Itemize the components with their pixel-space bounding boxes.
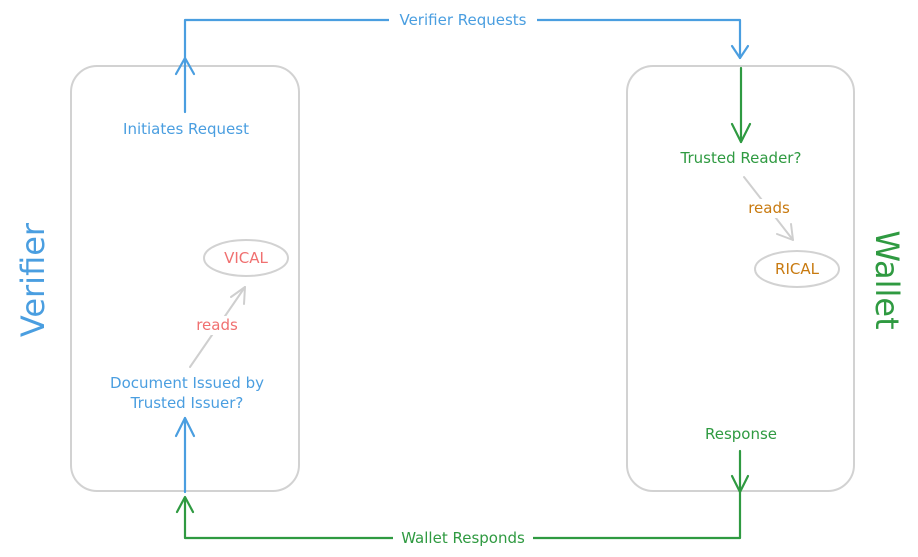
verifier-incoming-arrowhead: [174, 416, 196, 438]
vical-label: VICAL: [224, 249, 268, 267]
request-target-arrowhead: [730, 44, 750, 60]
response-label: Response: [705, 425, 777, 443]
wallet-title: Wallet: [868, 230, 906, 329]
request-flow-label: Verifier Requests: [399, 11, 526, 29]
respond-flow-line: [183, 449, 742, 540]
respond-target-arrowhead: [175, 495, 195, 514]
respond-origin-arrowhead: [730, 474, 750, 494]
respond-flow-label: Wallet Responds: [401, 529, 525, 547]
verifier-title: Verifier: [14, 222, 52, 337]
rical-ellipse: [754, 250, 840, 288]
trusted-reader-label: Trusted Reader?: [680, 149, 802, 167]
wallet-reads-arrowhead: [776, 223, 794, 241]
initiates-request-label: Initiates Request: [123, 120, 249, 138]
request-origin-arrowhead: [174, 56, 196, 76]
wallet-incoming-arrowhead: [730, 122, 752, 144]
vical-ellipse: [203, 239, 289, 277]
verifier-reads-label: reads: [196, 316, 238, 334]
wallet-reads-label: reads: [748, 199, 790, 217]
rical-label: RICAL: [775, 260, 820, 278]
verifier-reads-arrowhead: [230, 286, 246, 305]
